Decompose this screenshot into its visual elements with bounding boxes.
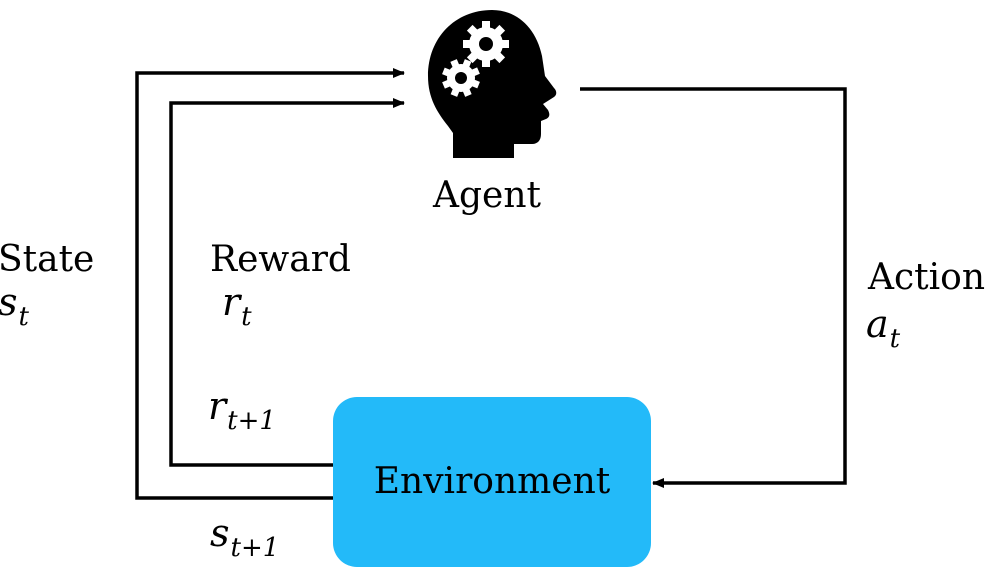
action-arrow — [580, 87, 847, 488]
large-gear — [463, 21, 509, 67]
reward-arrow — [169, 98, 405, 467]
next-state-symbol: st+1 — [210, 514, 279, 561]
state-arrow — [135, 68, 405, 500]
reward-label: Reward — [210, 239, 351, 280]
next-state-symbol-sub: t+1 — [230, 533, 280, 563]
environment-box: Environment — [333, 397, 651, 567]
head-silhouette — [428, 10, 557, 158]
agent-label: Agent — [433, 175, 541, 216]
next-state-symbol-base: s — [210, 511, 230, 555]
action-label: Action — [868, 257, 985, 298]
small-gear — [442, 59, 480, 97]
reward-symbol-sub: t — [241, 302, 252, 332]
head-with-gears-icon — [428, 10, 557, 158]
action-symbol-sub: t — [889, 324, 901, 354]
reward-symbol-base: r — [222, 280, 241, 324]
state-symbol-base: s — [0, 280, 18, 324]
reward-symbol: rt — [222, 283, 252, 330]
environment-label: Environment — [373, 461, 611, 502]
next-reward-symbol-sub: t+1 — [227, 406, 276, 436]
next-reward-symbol: rt+1 — [208, 387, 276, 434]
state-label: State — [0, 239, 95, 280]
action-symbol: at — [866, 305, 900, 352]
action-symbol-base: a — [866, 302, 889, 346]
next-reward-symbol-base: r — [208, 384, 227, 428]
state-symbol-sub: t — [18, 302, 29, 332]
state-symbol: st — [0, 283, 29, 330]
